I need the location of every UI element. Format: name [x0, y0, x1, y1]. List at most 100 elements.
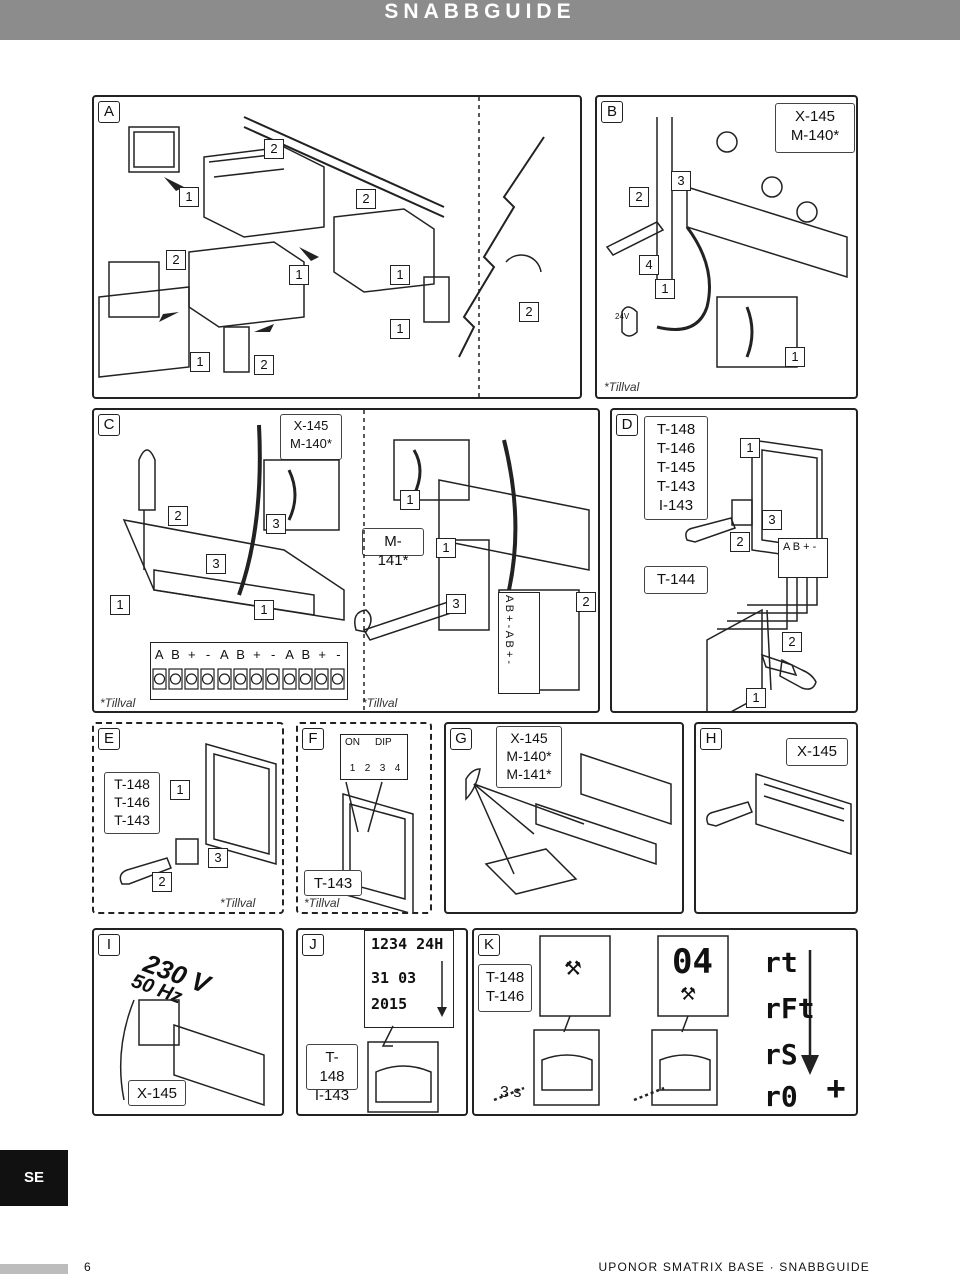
- dip-switch: ON DIP 1 2 3 4: [340, 734, 408, 780]
- footnote: *Tillval: [362, 696, 398, 710]
- panel-letter: B: [601, 101, 623, 123]
- panel-g-illustration: [465, 752, 672, 895]
- page-title: SNABBGUIDE: [384, 0, 576, 23]
- dip-on-label: ON: [345, 737, 360, 748]
- step-number: 2: [254, 355, 274, 375]
- step-number: 1: [110, 595, 130, 615]
- panel-a-illustration: [98, 97, 545, 397]
- panel-j-illustration: [367, 1025, 439, 1113]
- step-number: 3: [762, 510, 782, 530]
- terminal-label: +: [187, 647, 196, 662]
- language-tab: SE: [0, 1150, 68, 1206]
- terminal-label: -: [336, 647, 341, 662]
- step-number: 2: [519, 302, 539, 322]
- panel-letter: C: [98, 414, 120, 436]
- terminal-label: A: [154, 647, 164, 662]
- step-number: 4: [639, 255, 659, 275]
- panel-j: J 1234 24H 31 03 2015 T-148 I-143: [296, 928, 468, 1116]
- step-number: 1: [190, 352, 210, 372]
- dip-number: 4: [394, 763, 401, 774]
- panel-b: B X-145 M-140* 24V 2 3 4 1 1: [595, 95, 858, 399]
- step-number: 1: [289, 265, 309, 285]
- panel-c-illustration: [122, 410, 590, 710]
- model-label: T-148 T-146 T-145 T-143 I-143: [644, 416, 708, 520]
- terminal-label: -: [205, 647, 211, 662]
- footnote: *Tillval: [220, 896, 256, 910]
- step-number: 2: [576, 592, 596, 612]
- step-number: 1: [400, 490, 420, 510]
- menu-item: rS: [764, 1038, 798, 1071]
- panel-letter: I: [98, 934, 120, 956]
- step-number: 1: [740, 438, 760, 458]
- panel-f: F ON DIP 1 2 3 4 T-143 *Tillval: [296, 722, 432, 914]
- panel-letter: H: [700, 728, 722, 750]
- model-label: X-145: [128, 1080, 186, 1106]
- page-number: 6: [84, 1260, 91, 1274]
- footer-text: UPONOR SMATRIX BASE · SNABBGUIDE: [598, 1260, 870, 1274]
- dip-numbers: 1 2 3 4: [345, 763, 405, 774]
- model-label: X-145 M-140*: [280, 414, 342, 460]
- panel-letter: A: [98, 101, 120, 123]
- menu-item: rt: [764, 946, 798, 979]
- panel-d: D T-148 T-146 T-145 T-143 I-143 T-144 A …: [610, 408, 858, 713]
- terminal-label: B: [301, 647, 311, 662]
- step-number: 3: [446, 594, 466, 614]
- panel-e: E T-148 T-146 T-143 1 2 3 *Tillval: [92, 722, 284, 914]
- voltage-label: 24V: [615, 312, 630, 321]
- model-label: T-144: [644, 566, 708, 594]
- lcd-row-3: 2015: [371, 995, 408, 1013]
- terminal-label: -: [271, 647, 276, 662]
- dip-number: 2: [364, 763, 371, 774]
- step-number: 2: [629, 187, 649, 207]
- step-number: 1: [170, 780, 190, 800]
- panel-letter: K: [478, 934, 500, 956]
- panel-letter: D: [616, 414, 638, 436]
- lcd-row-2: 31 03: [371, 969, 417, 987]
- lcd-row-1: 1234 24H: [371, 935, 444, 953]
- step-number: 1: [254, 600, 274, 620]
- panel-b-illustration: [605, 117, 848, 368]
- tools-icon: ⚒: [564, 958, 582, 980]
- step-number: 1: [390, 265, 410, 285]
- model-label: X-145: [786, 738, 848, 766]
- step-number: 2: [356, 189, 376, 209]
- dip-number: 3: [379, 763, 386, 774]
- terminal-strip-vertical: A B + - A B + -: [498, 592, 540, 694]
- panel-a: A 1 2 2 1 2 1 2 1 1 2: [92, 95, 582, 399]
- panel-k: K T-148 T-146 ⚒ 04 ⚒ 3 s rt rFt rS r0 +: [472, 928, 858, 1116]
- step-number: 1: [179, 187, 199, 207]
- panel-h: H X-145: [694, 722, 858, 914]
- press-duration: 3 s: [500, 1084, 522, 1101]
- model-label: X-145 M-140*: [775, 103, 855, 153]
- panel-k-illustration: [493, 935, 819, 1106]
- terminal-label: B: [236, 647, 245, 662]
- step-number: 3: [266, 514, 286, 534]
- panel-letter: F: [302, 728, 324, 750]
- step-number: 2: [166, 250, 186, 270]
- terminal-label: +: [253, 647, 261, 662]
- step-number: 2: [730, 532, 750, 552]
- plus-icon: +: [826, 1070, 846, 1108]
- step-number: 2: [782, 632, 802, 652]
- terminal-label: B: [171, 647, 180, 662]
- panel-letter: J: [302, 934, 324, 956]
- model-label: T-148 T-146 T-143: [104, 772, 160, 834]
- dip-label: DIP: [375, 737, 392, 748]
- display-value: 04: [672, 942, 713, 982]
- footer-bar: [0, 1264, 68, 1274]
- step-number: 2: [264, 139, 284, 159]
- panel-i-illustration: [119, 999, 265, 1107]
- panel-h-illustration: [706, 772, 852, 856]
- panel-letter: E: [98, 728, 120, 750]
- step-number: 1: [655, 279, 675, 299]
- terminal-labels: A B + -: [783, 541, 817, 553]
- step-number: 1: [390, 319, 410, 339]
- menu-item: r0: [764, 1080, 798, 1113]
- footnote: *Tillval: [604, 380, 640, 394]
- step-number: 1: [785, 347, 805, 367]
- panel-f-illustration: [342, 781, 414, 912]
- tools-icon: ⚒: [680, 984, 697, 1004]
- terminal-label: A: [220, 647, 229, 662]
- model-label: T-143: [304, 870, 362, 896]
- menu-item: rFt: [764, 992, 815, 1025]
